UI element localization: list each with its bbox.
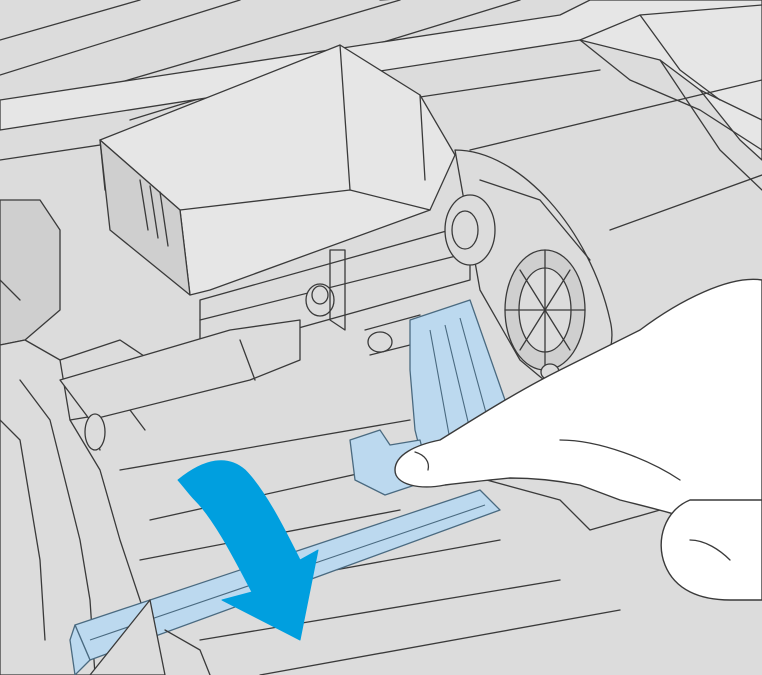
front-frame [89, 599, 211, 675]
left-housing [0, 199, 161, 675]
gear-wheel [444, 149, 613, 387]
hand [394, 278, 762, 601]
rotate-down-arrow [177, 460, 319, 641]
tray-cover [99, 44, 456, 296]
feed-rollers [59, 229, 471, 451]
